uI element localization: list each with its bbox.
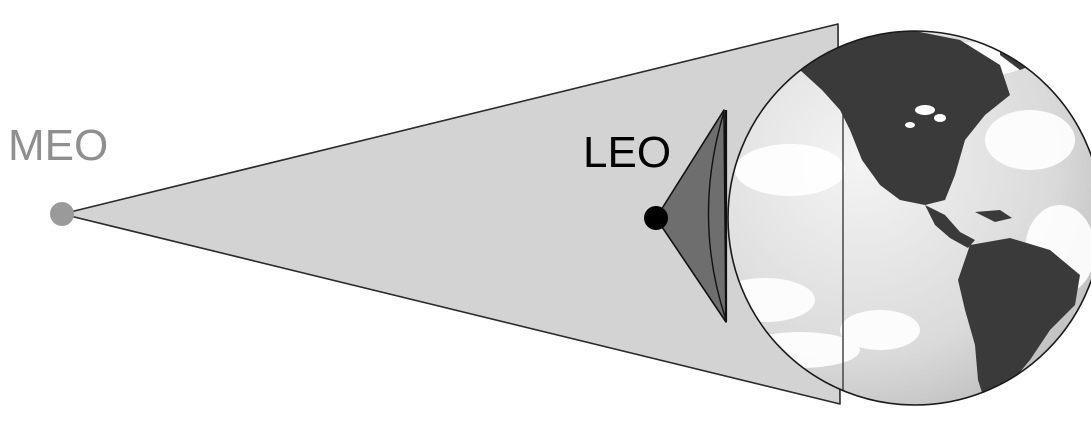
leo-label: LEO — [583, 128, 671, 177]
meo-label: MEO — [8, 121, 108, 170]
leo-satellite-point — [644, 206, 668, 230]
meo-satellite-point — [50, 202, 74, 226]
